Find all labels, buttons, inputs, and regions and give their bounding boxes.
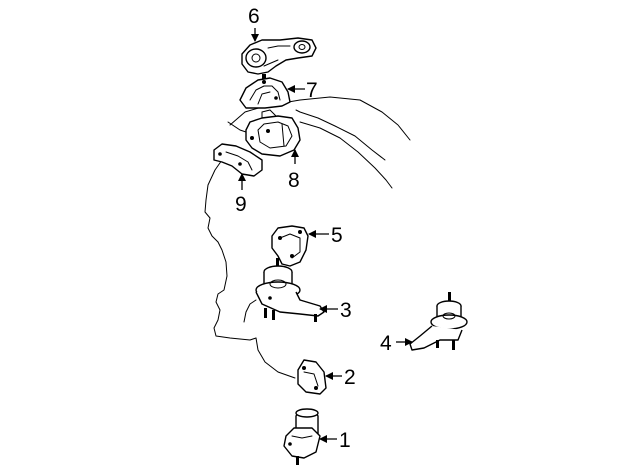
part-4-engine-mount <box>409 292 468 351</box>
callout-2: 2 <box>344 366 356 389</box>
callout-4: 4 <box>380 332 392 355</box>
callout-9: 9 <box>235 193 247 216</box>
callout-1: 1 <box>339 429 351 452</box>
callout-8: 8 <box>288 169 300 192</box>
callout-labels: 6 7 8 9 5 3 4 2 1 <box>235 5 392 452</box>
leader-arrows <box>238 28 413 443</box>
part-3-engine-mount <box>255 258 325 322</box>
part-8-mount <box>245 109 301 157</box>
engine-outline <box>204 96 411 379</box>
callout-6: 6 <box>248 5 260 28</box>
part-5-bracket <box>271 225 309 267</box>
callout-3: 3 <box>340 299 352 322</box>
part-2-bracket <box>297 359 327 395</box>
callout-7: 7 <box>306 79 318 102</box>
part-1-engine-mount <box>283 408 321 465</box>
part-7-bracket <box>239 77 291 109</box>
callout-5: 5 <box>331 224 343 247</box>
part-9-bracket <box>213 143 263 177</box>
part-6-torque-rod <box>241 37 317 79</box>
